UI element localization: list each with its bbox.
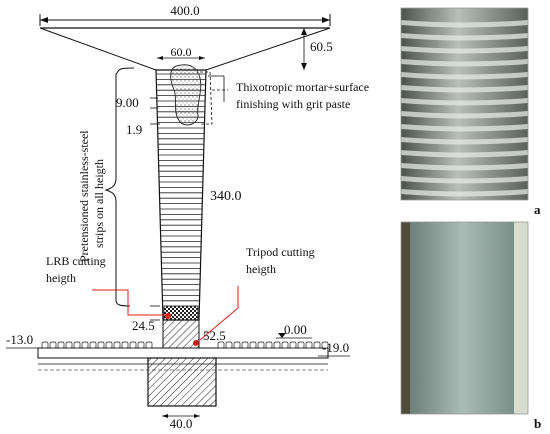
tripod-zone bbox=[162, 319, 200, 349]
photo-strip-band bbox=[401, 85, 528, 93]
photo-strip-band bbox=[401, 46, 528, 54]
head-dimension: 400.0 bbox=[39, 3, 331, 26]
dim-zero-level: 0.00 bbox=[284, 322, 307, 337]
photo-a-strip-bands bbox=[401, 20, 528, 197]
brace bbox=[104, 67, 135, 307]
photo-a: a bbox=[400, 7, 541, 217]
paving-block bbox=[233, 341, 241, 349]
photo-strip-band bbox=[401, 150, 528, 158]
dim-column-height: 340.0 bbox=[210, 189, 242, 204]
photo-strip-band bbox=[401, 189, 528, 197]
dim-top-height: 60.5 bbox=[310, 39, 333, 54]
paving-block bbox=[297, 341, 305, 349]
dim-strip-thickness: 1.9 bbox=[126, 122, 142, 137]
paving-block bbox=[305, 341, 313, 349]
photo-strip-band bbox=[401, 111, 528, 119]
strips-annotation: Pretensioned stainless-steel strips on a… bbox=[77, 67, 135, 307]
mortar-label-line1: Thixotropic mortar+surface bbox=[236, 80, 369, 94]
paving-block bbox=[49, 341, 57, 349]
photo-strip-band bbox=[401, 33, 528, 41]
paving-block bbox=[129, 341, 137, 349]
photo-strip-band bbox=[401, 59, 528, 67]
paving-block bbox=[105, 341, 113, 349]
paving-block bbox=[65, 341, 73, 349]
column-height-dimension: 340.0 bbox=[210, 189, 242, 204]
mortar-annotation: Thixotropic mortar+surface finishing wit… bbox=[208, 75, 369, 111]
paving-block bbox=[273, 341, 281, 349]
photo-a-label: a bbox=[534, 202, 541, 217]
paving-block bbox=[281, 341, 289, 349]
strip-dimensions: 9.00 1.9 bbox=[116, 95, 160, 137]
dim-left-level: -13.0 bbox=[6, 332, 33, 347]
paving-block bbox=[81, 341, 89, 349]
paving-block bbox=[321, 341, 329, 349]
dim-column-top: 60.0 bbox=[171, 45, 192, 59]
paving-block bbox=[41, 341, 49, 349]
paving-block bbox=[225, 341, 233, 349]
paving-block bbox=[313, 341, 321, 349]
lrb-label-line1: LRB cutting bbox=[46, 254, 106, 268]
tripod-annotation: Tripod cutting heigth bbox=[193, 245, 315, 346]
tripod-label-line2: heigth bbox=[246, 262, 276, 276]
tripod-label-line1: Tripod cutting bbox=[246, 245, 315, 259]
footing: 40.0 bbox=[147, 357, 217, 431]
photo-b: b bbox=[400, 221, 541, 431]
dim-tripod-height: 52.5 bbox=[203, 328, 226, 343]
photo-strip-band bbox=[401, 72, 528, 80]
dim-strip-spacing: 9.00 bbox=[116, 95, 139, 110]
strips-label-line2: strips on all heigth bbox=[92, 159, 106, 248]
paving-block bbox=[241, 341, 249, 349]
dim-lrb-height: 24.5 bbox=[132, 318, 155, 333]
dim-footing-width: 40.0 bbox=[170, 416, 193, 431]
photo-strip-band bbox=[401, 176, 528, 184]
photo-strip-band bbox=[401, 137, 528, 145]
column-base: 24.5 52.5 bbox=[132, 305, 226, 349]
paving-block bbox=[97, 341, 105, 349]
paving-block bbox=[257, 341, 265, 349]
photo-strip-band bbox=[401, 98, 528, 106]
mortar-outline bbox=[200, 71, 213, 125]
paving-block bbox=[121, 341, 129, 349]
paving-block bbox=[73, 341, 81, 349]
paving-block bbox=[57, 341, 65, 349]
paving-block bbox=[289, 341, 297, 349]
photo-strip-band bbox=[401, 163, 528, 171]
lrb-label-line2: heigth bbox=[46, 271, 76, 285]
photo-strip-band bbox=[401, 20, 528, 28]
lrb-annotation: LRB cutting heigth bbox=[46, 254, 171, 319]
paving-block bbox=[145, 341, 153, 349]
paving-block bbox=[217, 341, 225, 349]
paving-block bbox=[265, 341, 273, 349]
strips-label-line1: Pretensioned stainless-steel bbox=[77, 130, 91, 262]
photo-strip-band bbox=[401, 124, 528, 132]
column-top-dimension: 60.0 bbox=[157, 45, 205, 60]
paving-block bbox=[113, 341, 121, 349]
dim-top-width: 400.0 bbox=[170, 3, 199, 18]
paving-block bbox=[137, 341, 145, 349]
paving-block bbox=[89, 341, 97, 349]
photo-b-label: b bbox=[534, 416, 541, 431]
mortar-label-line2: finishing with grit paste bbox=[236, 97, 350, 111]
paving-blocks bbox=[41, 341, 329, 349]
mortar-patch bbox=[170, 64, 202, 126]
paving-block bbox=[249, 341, 257, 349]
dim-right-level: -19.0 bbox=[322, 340, 349, 355]
